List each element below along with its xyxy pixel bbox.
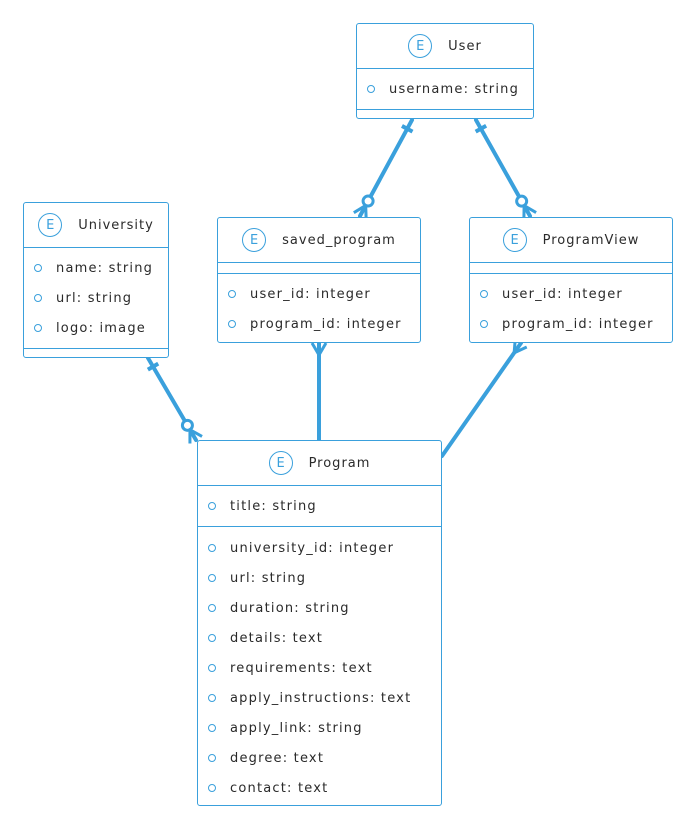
- attribute-text: logo: image: [56, 320, 146, 336]
- attribute-text: url: string: [56, 290, 133, 306]
- relationship-line: [440, 341, 523, 458]
- attribute-row: url: string: [24, 283, 168, 313]
- attribute-section: [470, 263, 672, 274]
- attribute-row: duration: string: [198, 593, 441, 623]
- entity-badge-icon: E: [38, 213, 63, 237]
- attribute-section: [218, 263, 420, 274]
- cardinality-many-mark: [310, 342, 321, 356]
- attribute-circle-icon: [228, 320, 236, 328]
- entity-header: E ProgramView: [470, 218, 672, 263]
- cardinality-zero-mark: [180, 418, 194, 432]
- attribute-section: [357, 110, 533, 118]
- attribute-circle-icon: [208, 574, 216, 582]
- attribute-text: university_id: integer: [230, 540, 395, 556]
- attribute-text: degree: text: [230, 750, 325, 766]
- attribute-circle-icon: [480, 290, 488, 298]
- cardinality-many-mark: [189, 428, 203, 438]
- attribute-row: user_id: integer: [470, 279, 672, 309]
- attribute-text: url: string: [230, 570, 307, 586]
- attribute-text: program_id: integer: [250, 316, 402, 332]
- entity-user[interactable]: E User username: string: [356, 23, 534, 119]
- cardinality-one-mark: [146, 361, 160, 372]
- cardinality-zero-mark: [361, 194, 375, 208]
- attribute-row: details: text: [198, 623, 441, 653]
- attribute-text: contact: text: [230, 780, 329, 796]
- attribute-circle-icon: [208, 724, 216, 732]
- attribute-section: username: string: [357, 69, 533, 110]
- attribute-row: logo: image: [24, 313, 168, 343]
- attribute-circle-icon: [208, 502, 216, 510]
- attribute-circle-icon: [208, 604, 216, 612]
- attribute-text: details: text: [230, 630, 324, 646]
- entity-header: E saved_program: [218, 218, 420, 263]
- attribute-row: university_id: integer: [198, 533, 441, 563]
- entity-header: E User: [357, 24, 533, 69]
- attribute-circle-icon: [208, 784, 216, 792]
- attribute-section: title: string: [198, 486, 441, 527]
- entity-header: E University: [24, 203, 168, 248]
- cardinality-many-mark: [523, 204, 537, 214]
- entity-title: saved_program: [282, 232, 396, 248]
- attribute-row: url: string: [198, 563, 441, 593]
- attribute-circle-icon: [34, 324, 42, 332]
- attribute-text: apply_link: string: [230, 720, 363, 736]
- attribute-row: title: string: [198, 491, 441, 521]
- cardinality-one-mark: [474, 124, 488, 134]
- attribute-row: apply_link: string: [198, 713, 441, 743]
- attribute-text: user_id: integer: [250, 286, 371, 302]
- attribute-circle-icon: [208, 664, 216, 672]
- entity-title: ProgramView: [542, 232, 640, 248]
- entity-saved-program[interactable]: E saved_program user_id: integer program…: [217, 217, 421, 343]
- entity-title: User: [448, 38, 482, 54]
- attribute-row: name: string: [24, 253, 168, 283]
- cardinality-one-mark: [401, 124, 414, 134]
- entity-program[interactable]: E Program title: string university_id: i…: [197, 440, 442, 806]
- attribute-row: program_id: integer: [470, 309, 672, 339]
- entity-badge-icon: E: [502, 228, 527, 252]
- attribute-row: requirements: text: [198, 653, 441, 683]
- attribute-section: [24, 349, 168, 357]
- attribute-text: name: string: [56, 260, 154, 276]
- entity-badge-icon: E: [408, 34, 433, 58]
- attribute-text: requirements: text: [230, 660, 373, 676]
- attribute-circle-icon: [208, 754, 216, 762]
- attribute-section: user_id: integer program_id: integer: [470, 274, 672, 344]
- attribute-text: title: string: [230, 498, 317, 514]
- attribute-section: user_id: integer program_id: integer: [218, 274, 420, 344]
- attribute-row: program_id: integer: [218, 309, 420, 339]
- attribute-circle-icon: [34, 294, 42, 302]
- entity-badge-icon: E: [268, 451, 293, 475]
- attribute-text: username: string: [389, 81, 520, 97]
- entity-programview[interactable]: E ProgramView user_id: integer program_i…: [469, 217, 673, 343]
- attribute-circle-icon: [228, 290, 236, 298]
- attribute-circle-icon: [480, 320, 488, 328]
- attribute-circle-icon: [208, 544, 216, 552]
- attribute-row: user_id: integer: [218, 279, 420, 309]
- attribute-text: program_id: integer: [502, 316, 654, 332]
- entity-title: Program: [308, 455, 371, 471]
- attribute-row: username: string: [357, 74, 533, 104]
- attribute-row: apply_instructions: text: [198, 683, 441, 713]
- entity-title: University: [78, 217, 154, 233]
- attribute-text: user_id: integer: [502, 286, 623, 302]
- attribute-row: degree: text: [198, 743, 441, 773]
- attribute-circle-icon: [34, 264, 42, 272]
- attribute-circle-icon: [367, 85, 375, 93]
- attribute-text: duration: string: [230, 600, 350, 616]
- cardinality-zero-mark: [515, 194, 529, 208]
- entity-university[interactable]: E University name: string url: string lo…: [23, 202, 169, 358]
- entity-badge-icon: E: [242, 228, 267, 252]
- attribute-section: university_id: integer url: string durat…: [198, 527, 441, 809]
- attribute-circle-icon: [208, 634, 216, 642]
- attribute-row: contact: text: [198, 773, 441, 803]
- attribute-text: apply_instructions: text: [230, 690, 412, 706]
- attribute-circle-icon: [208, 694, 216, 702]
- attribute-section: name: string url: string logo: image: [24, 248, 168, 349]
- entity-header: E Program: [198, 441, 441, 486]
